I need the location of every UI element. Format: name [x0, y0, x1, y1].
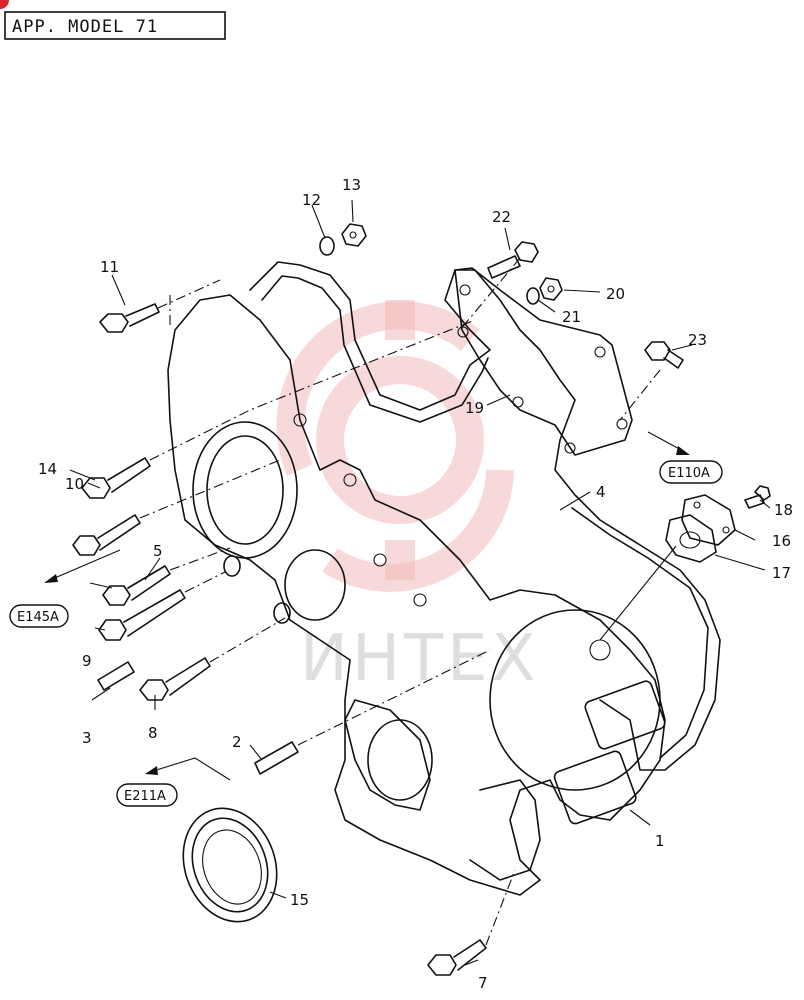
callout-11: 11	[100, 258, 119, 276]
corner-badge	[0, 0, 9, 9]
callout-23: 23	[688, 331, 707, 349]
nut-part-20	[539, 277, 563, 301]
stud-part-3	[97, 661, 135, 691]
cover-plate-part-16	[681, 494, 736, 546]
callout-1: 1	[655, 832, 665, 850]
callout-10: 10	[65, 475, 84, 493]
reference-e211a-label: E211A	[124, 789, 166, 804]
callout-12: 12	[302, 191, 321, 209]
callout-3: 3	[82, 729, 92, 747]
callout-22: 22	[492, 208, 511, 226]
callout-19: 19	[465, 399, 484, 417]
callout-17: 17	[772, 564, 791, 582]
bolt-part-8	[139, 657, 211, 701]
callout-5: 5	[153, 542, 163, 560]
nut-part-13	[341, 223, 367, 247]
bolt-part-5	[102, 565, 171, 606]
bolt-part-7	[427, 939, 487, 976]
callout-13: 13	[342, 176, 361, 194]
callout-18: 18	[774, 501, 793, 519]
oil-seal-part-15	[182, 807, 278, 923]
gasket-part-4	[249, 261, 721, 771]
bolt-part-10	[72, 514, 141, 556]
callout-9: 9	[82, 652, 92, 670]
reference-e211a[interactable]: E211A	[116, 783, 178, 807]
reference-e110a[interactable]: E110A	[659, 460, 723, 484]
washer-part-21	[526, 287, 540, 305]
callout-20: 20	[606, 285, 625, 303]
callout-14: 14	[38, 460, 57, 478]
callout-16: 16	[772, 532, 791, 550]
callout-2: 2	[232, 733, 242, 751]
callout-7: 7	[478, 974, 488, 992]
gasket-part-17	[665, 514, 717, 563]
bracket-part-19	[454, 267, 633, 456]
bolt-part-22	[487, 241, 539, 279]
model-label: APP. MODEL 71	[12, 17, 158, 37]
washer-part-12	[319, 236, 335, 256]
plug-part-23	[644, 341, 684, 369]
bolt-part-14	[81, 457, 151, 499]
callout-21: 21	[562, 308, 581, 326]
watermark-text: ИНТЕХ	[300, 622, 539, 696]
watermark: ИНТЕХ	[276, 300, 539, 696]
bolt-part-9	[98, 589, 186, 641]
bolt-part-11	[99, 303, 160, 333]
callout-15: 15	[290, 891, 309, 909]
stud-part-2	[254, 741, 299, 775]
spacer-part-6	[223, 555, 291, 624]
reference-e145a-label: E145A	[17, 610, 59, 625]
reference-e145a[interactable]: E145A	[9, 604, 69, 628]
callout-4: 4	[596, 483, 606, 501]
callout-8: 8	[148, 724, 158, 742]
model-header: APP. MODEL 71	[4, 11, 226, 40]
reference-e110a-label: E110A	[668, 466, 710, 481]
timing-cover-part-1	[167, 294, 666, 896]
